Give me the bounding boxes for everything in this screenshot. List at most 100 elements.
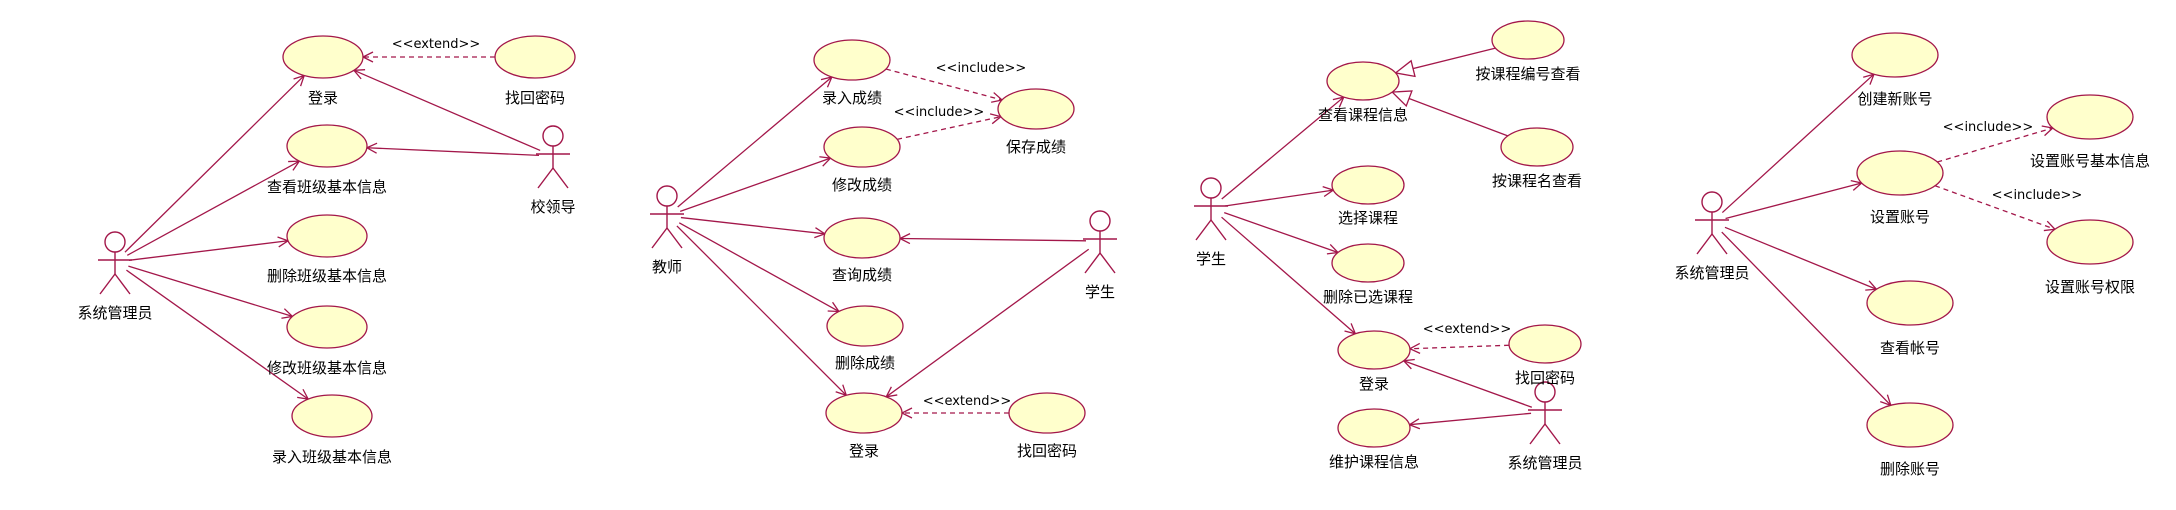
association-arrow — [1409, 412, 1532, 424]
association-arrow — [124, 76, 304, 253]
actor-left-leg — [1195, 219, 1212, 241]
generalization-arrow — [1392, 92, 1508, 137]
actor-left-leg — [537, 167, 554, 189]
actor-a1-admin: 系统管理员 — [77, 231, 153, 322]
stereotype-label-a2-inc2: <<include>> — [894, 105, 985, 120]
use-case-a2-save: 保存成绩 — [997, 88, 1075, 156]
use-case-a2-query: 查询成绩 — [823, 217, 901, 284]
use-case-label: 找回密码 — [1017, 442, 1077, 460]
use-case-label: 删除成绩 — [835, 354, 895, 372]
use-case-a4-delete: 删除账号 — [1866, 402, 1954, 478]
association-arrow — [678, 222, 839, 312]
use-case-ellipse — [2046, 94, 2134, 140]
use-case-ellipse — [826, 305, 904, 347]
use-case-ellipse — [291, 394, 373, 438]
actor-head — [1089, 210, 1111, 232]
use-case-a4-set: 设置账号 — [1856, 150, 1944, 226]
actor-label: 系统管理员 — [1674, 264, 1749, 282]
dependency-arrow — [1410, 345, 1510, 348]
use-case-ellipse — [1866, 402, 1954, 448]
actor-right-leg — [1210, 219, 1227, 241]
association-arrow — [680, 216, 825, 234]
actor-right-leg — [666, 227, 683, 249]
use-case-label: 选择课程 — [1338, 209, 1398, 227]
association-lines — [124, 47, 2055, 425]
use-case-ellipse — [997, 88, 1075, 130]
use-case-a2-login: 登录 — [825, 392, 903, 460]
use-case-ellipse — [1331, 165, 1405, 205]
association-arrow — [676, 225, 846, 395]
actor-left-leg — [1084, 252, 1101, 274]
actor-right-leg — [1711, 233, 1728, 255]
actor-a1-leader: 校领导 — [530, 125, 576, 216]
use-case-a2-enter: 录入成绩 — [813, 39, 891, 107]
use-case-ellipse — [1508, 324, 1582, 364]
association-arrow — [1224, 190, 1333, 207]
use-case-a3-recover: 找回密码 — [1508, 324, 1582, 387]
diagram-elements: 系统管理员校领导登录找回密码查看班级基本信息删除班级基本信息修改班级基本信息录入… — [77, 20, 2150, 478]
association-arrow — [126, 269, 308, 399]
actor-left-leg — [651, 227, 668, 249]
actor-label: 学生 — [1196, 250, 1226, 268]
dependency-arrow — [1934, 185, 2055, 230]
association-arrow — [126, 161, 299, 256]
actor-label: 校领导 — [530, 198, 575, 216]
generalization-arrow — [1396, 47, 1496, 73]
association-arrow — [1223, 212, 1338, 253]
actor-head — [1701, 191, 1723, 213]
actor-label: 系统管理员 — [77, 304, 152, 322]
actor-left-leg — [1696, 233, 1713, 255]
use-case-label: 录入成绩 — [822, 89, 882, 107]
use-case-a1-enter: 录入班级基本信息 — [272, 394, 392, 466]
use-case-label: 设置账号 — [1870, 208, 1930, 226]
dependency-arrow — [1937, 128, 2052, 163]
actor-a2-teacher: 教师 — [650, 185, 684, 276]
use-case-ellipse — [1866, 280, 1954, 326]
actor-label: 学生 — [1085, 283, 1115, 301]
use-case-ellipse — [1331, 243, 1405, 283]
stereotype-label-a2-inc1: <<include>> — [936, 61, 1027, 76]
stereotype-label-a1-ext: <<extend>> — [392, 37, 481, 52]
use-case-ellipse — [2046, 219, 2134, 265]
use-case-label: 删除已选课程 — [1323, 288, 1413, 306]
dependency-arrow — [885, 68, 1002, 100]
stereotype-label-a3-ext: <<extend>> — [1423, 322, 1512, 337]
use-case-label: 设置账号基本信息 — [2030, 152, 2150, 170]
use-case-ellipse — [823, 217, 901, 259]
actor-left-leg — [1529, 423, 1546, 445]
association-arrow — [128, 265, 292, 316]
use-case-a1-recover: 找回密码 — [494, 35, 576, 107]
use-case-a3-view: 查看课程信息 — [1318, 61, 1408, 124]
association-arrow — [1404, 361, 1533, 408]
use-case-label: 找回密码 — [1515, 369, 1575, 387]
use-case-ellipse — [1500, 127, 1574, 167]
use-case-a3-select: 选择课程 — [1331, 165, 1405, 227]
actor-head — [542, 125, 564, 147]
actor-head — [1200, 177, 1222, 199]
use-case-ellipse — [813, 39, 891, 81]
use-case-a1-delete: 删除班级基本信息 — [267, 214, 387, 285]
actor-right-leg — [1544, 423, 1561, 445]
use-case-label: 查看课程信息 — [1318, 106, 1408, 124]
use-case-label: 查询成绩 — [832, 266, 892, 284]
use-case-a2-delete: 删除成绩 — [826, 305, 904, 372]
use-case-label: 修改班级基本信息 — [267, 359, 387, 377]
actor-head — [656, 185, 678, 207]
association-arrow — [679, 158, 830, 212]
use-case-ellipse — [825, 392, 903, 434]
association-arrow — [128, 241, 288, 261]
use-case-a1-modify: 修改班级基本信息 — [267, 305, 387, 377]
use-case-ellipse — [286, 124, 368, 168]
actor-label: 系统管理员 — [1507, 454, 1582, 472]
use-case-ellipse — [286, 214, 368, 258]
actor-a2-student: 学生 — [1083, 210, 1117, 301]
use-case-a3-login: 登录 — [1337, 330, 1411, 393]
use-case-label: 登录 — [1359, 375, 1389, 393]
use-case-a2-recover: 找回密码 — [1008, 392, 1086, 460]
use-case-label: 按课程名查看 — [1492, 172, 1582, 190]
actor-a3-admin: 系统管理员 — [1507, 381, 1583, 472]
use-case-a1-view: 查看班级基本信息 — [267, 124, 387, 196]
association-arrow — [1721, 74, 1874, 214]
use-case-label: 删除账号 — [1880, 460, 1940, 478]
